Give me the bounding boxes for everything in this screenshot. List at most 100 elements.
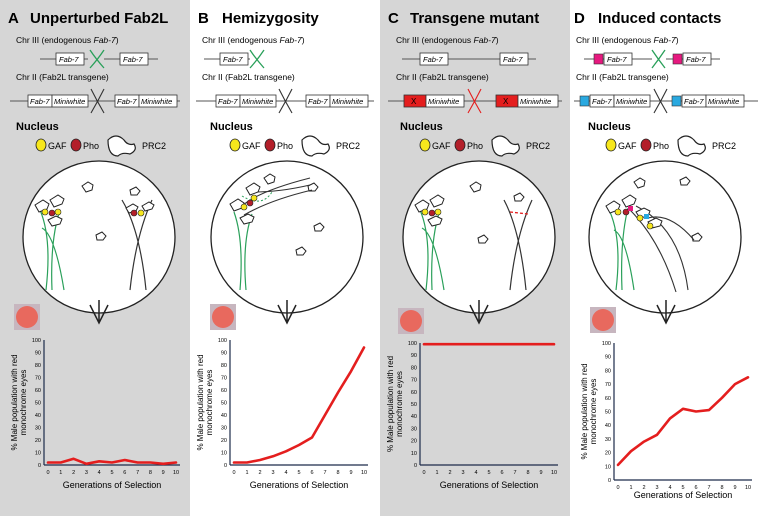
nucleus-label: Nucleus [400, 121, 443, 133]
x-tick-label: 10 [173, 470, 179, 476]
prc2-icon [301, 135, 330, 157]
svg-text:Miniwhite: Miniwhite [708, 97, 739, 106]
svg-text:Fab-7: Fab-7 [503, 55, 523, 64]
x-tick-label: 1 [59, 470, 62, 476]
svg-text:GAF: GAF [48, 141, 67, 151]
svg-text:Miniwhite: Miniwhite [242, 97, 273, 106]
chr2-locus: Fab-7 Miniwhite Fab-7 Miniwhite [196, 88, 374, 114]
svg-text:Miniwhite: Miniwhite [616, 97, 647, 106]
x-axis-label: Generations of Selection [250, 480, 349, 490]
panel-a: A Unperturbed Fab2L Chr III (endogenous … [0, 0, 190, 516]
x-tick-label: 8 [149, 470, 152, 476]
x-tick-label: 7 [136, 470, 139, 476]
y-tick-label: 60 [411, 390, 417, 396]
x-tick-label: 6 [123, 470, 126, 476]
y-tick-label: 30 [411, 426, 417, 432]
x-tick-label: 7 [323, 470, 326, 476]
panel-letter: A [8, 10, 19, 27]
x-tick-label: 1 [245, 470, 248, 476]
x-tick-label: 0 [422, 470, 425, 476]
chr3-locus: Fab-7 [204, 49, 265, 69]
x-tick-label: 0 [46, 470, 49, 476]
svg-text:Miniwhite: Miniwhite [332, 97, 363, 106]
panel-d-svg: D Induced contacts Chr III (endogenous F… [574, 10, 758, 500]
panel-letter: C [388, 10, 399, 27]
chr3-label: Chr III (endogenous Fab-7) [16, 35, 119, 45]
y-tick-label: 40 [221, 413, 227, 419]
x-tick-label: 10 [551, 470, 557, 476]
y-tick-label: 100 [32, 338, 41, 344]
svg-text:Pho: Pho [83, 141, 99, 151]
chr3-label: Chr III (endogenous Fab-7) [202, 35, 305, 45]
prc2-icon [491, 135, 520, 157]
y-tick-label: 0 [38, 463, 41, 469]
x-tick-label: 4 [98, 470, 101, 476]
nucleus-label: Nucleus [16, 121, 59, 133]
svg-text:Fab-7: Fab-7 [607, 55, 627, 64]
svg-text:Fab-7: Fab-7 [423, 55, 443, 64]
down-arrow-icon [656, 300, 676, 325]
y-axis-label: % Male population with red [196, 354, 205, 450]
y-tick-label: 50 [411, 402, 417, 408]
y-tick-label: 10 [221, 451, 227, 457]
chr3-locus: Fab-7 Fab-7 [584, 49, 720, 69]
series-line [616, 375, 750, 467]
x-axis-label: Generations of Selection [63, 480, 162, 490]
y-axis-label: monochrome eyes [205, 370, 214, 436]
svg-text:Pho: Pho [467, 141, 483, 151]
svg-text:Miniwhite: Miniwhite [428, 97, 459, 106]
y-tick-label: 50 [221, 401, 227, 407]
svg-text:Fab-7: Fab-7 [117, 97, 137, 106]
svg-text:Fab-7: Fab-7 [686, 55, 706, 64]
y-tick-label: 90 [605, 355, 611, 361]
chr2-label: Chr II (Fab2L transgene) [202, 72, 295, 82]
chr2-locus: X Miniwhite X Miniwhite [388, 88, 562, 114]
pho-icon [264, 138, 276, 152]
x-tick-label: 2 [642, 485, 645, 491]
chr2-locus: Fab-7 Miniwhite Fab-7 Miniwhite [10, 88, 180, 114]
x-tick-label: 9 [349, 470, 352, 476]
nucleus-label: Nucleus [588, 121, 631, 133]
x-tick-label: 9 [162, 470, 165, 476]
y-tick-label: 40 [411, 414, 417, 420]
y-tick-label: 10 [411, 451, 417, 457]
x-tick-label: 3 [271, 470, 274, 476]
x-tick-label: 2 [258, 470, 261, 476]
y-tick-label: 20 [221, 438, 227, 444]
y-tick-label: 0 [414, 463, 417, 469]
svg-text:PRC2: PRC2 [336, 141, 360, 151]
y-tick-label: 70 [605, 382, 611, 388]
pho-icon [454, 138, 466, 152]
svg-text:Pho: Pho [653, 141, 669, 151]
down-arrow-icon [469, 300, 489, 325]
x-tick-label: 10 [745, 485, 751, 491]
x-tick-label: 6 [500, 470, 503, 476]
y-tick-label: 80 [411, 365, 417, 371]
y-axis-label: monochrome eyes [19, 370, 28, 436]
x-tick-label: 5 [487, 470, 490, 476]
legend: GAF Pho PRC2 [229, 135, 360, 157]
y-axis-label: % Male population with red [10, 354, 19, 450]
x-tick-label: 0 [616, 485, 619, 491]
y-tick-label: 10 [605, 464, 611, 470]
panel-title: Unperturbed Fab2L [30, 10, 168, 27]
y-tick-label: 90 [411, 353, 417, 359]
down-arrow-icon [277, 300, 297, 325]
svg-text:Fab-7: Fab-7 [308, 97, 328, 106]
y-tick-label: 60 [221, 388, 227, 394]
pho-icon [640, 138, 652, 152]
x-tick-label: 0 [232, 470, 235, 476]
y-tick-label: 90 [35, 351, 41, 357]
chr2-label: Chr II (Fab2L transgene) [396, 72, 489, 82]
svg-text:Miniwhite: Miniwhite [54, 97, 85, 106]
y-tick-label: 90 [221, 351, 227, 357]
svg-text:Fab-7: Fab-7 [218, 97, 238, 106]
y-axis-label: monochrome eyes [395, 371, 404, 437]
y-tick-label: 80 [605, 368, 611, 374]
y-tick-label: 50 [605, 410, 611, 416]
chr3-label: Chr III (endogenous Fab-7) [576, 35, 679, 45]
x-axis-label: Generations of Selection [440, 480, 539, 490]
svg-text:Fab-7: Fab-7 [223, 55, 243, 64]
svg-text:Miniwhite: Miniwhite [520, 97, 551, 106]
